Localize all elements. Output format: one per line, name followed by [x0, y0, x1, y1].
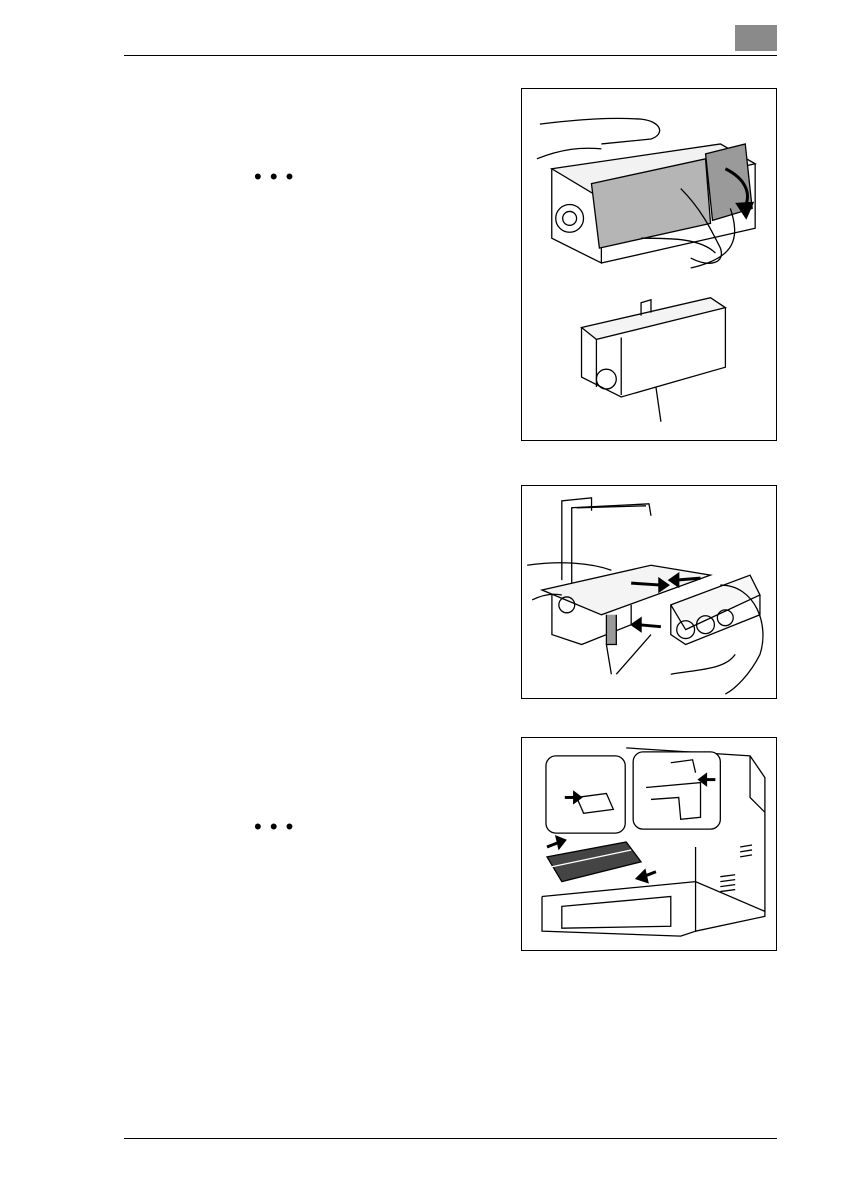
footer-rule	[124, 1138, 777, 1139]
chapter-tab	[735, 25, 777, 51]
cartridge-illustration	[522, 89, 776, 440]
continuation-marker: • • •	[254, 172, 294, 182]
drum-insertion-illustration	[522, 486, 776, 698]
machine-installation-illustration	[522, 738, 776, 950]
figure-imaging-unit-installation	[521, 737, 777, 951]
figure-drum-unit-insertion	[521, 485, 777, 699]
continuation-marker: • • •	[254, 822, 294, 832]
header-rule	[124, 55, 777, 56]
figure-cartridge-cover-removal	[521, 88, 777, 441]
